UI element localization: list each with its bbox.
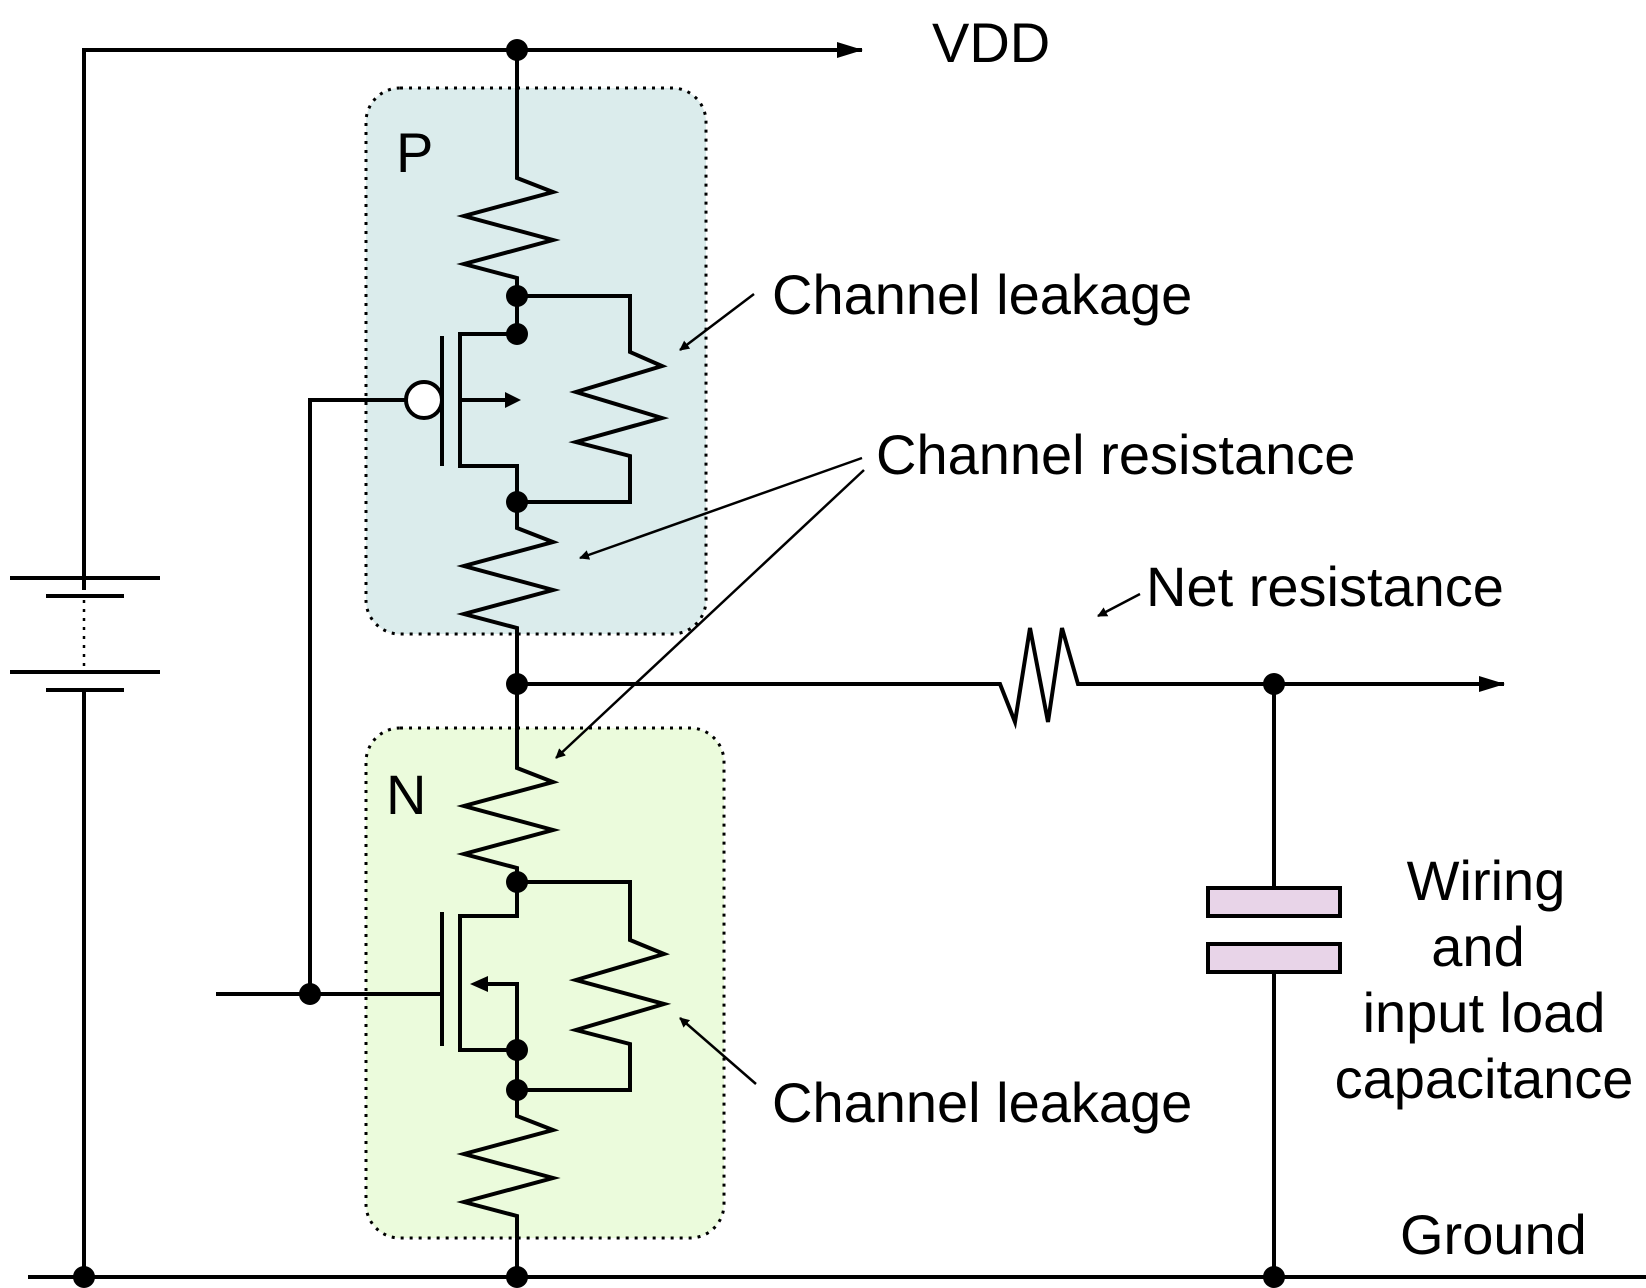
net-resistor [517, 627, 1505, 730]
load-capacitor [1206, 684, 1342, 1277]
n-bottom-resistor [456, 1090, 561, 1277]
p-region-label: P [396, 121, 433, 184]
n-leakage-resistor [517, 880, 672, 1092]
channel-resistance-label: Channel resistance [876, 423, 1355, 486]
resistance-pointer-p [579, 456, 863, 560]
gate-wire [308, 398, 406, 994]
n-region-box [364, 726, 726, 1240]
capacitance-label-line1: Wiring [1407, 849, 1566, 912]
leakage-top-pointer [679, 293, 755, 351]
n-region-label: N [386, 763, 426, 826]
p-region-box [364, 86, 708, 636]
p-leakage-resistor [517, 294, 670, 504]
capacitance-label-line3: input load [1363, 981, 1606, 1044]
channel-leakage-bottom-label: Channel leakage [772, 1071, 1192, 1134]
capacitance-label-line2: and [1431, 915, 1524, 978]
p-top-resistor [456, 50, 561, 296]
channel-leakage-top-label: Channel leakage [772, 263, 1192, 326]
resistance-pointer-n [555, 469, 865, 759]
junction-dots [73, 39, 1285, 1288]
ground-label: Ground [1400, 1203, 1587, 1266]
battery-symbol [10, 576, 160, 1277]
net-resistance-pointer [1097, 592, 1141, 618]
net-resistance-label: Net resistance [1146, 555, 1504, 618]
vdd-label: VDD [932, 11, 1050, 74]
leakage-bottom-pointer [679, 1017, 757, 1085]
p-bottom-resistor [456, 502, 561, 684]
n-top-resistor [456, 684, 561, 882]
capacitance-label-line4: capacitance [1335, 1047, 1634, 1110]
vdd-rail [82, 42, 863, 590]
